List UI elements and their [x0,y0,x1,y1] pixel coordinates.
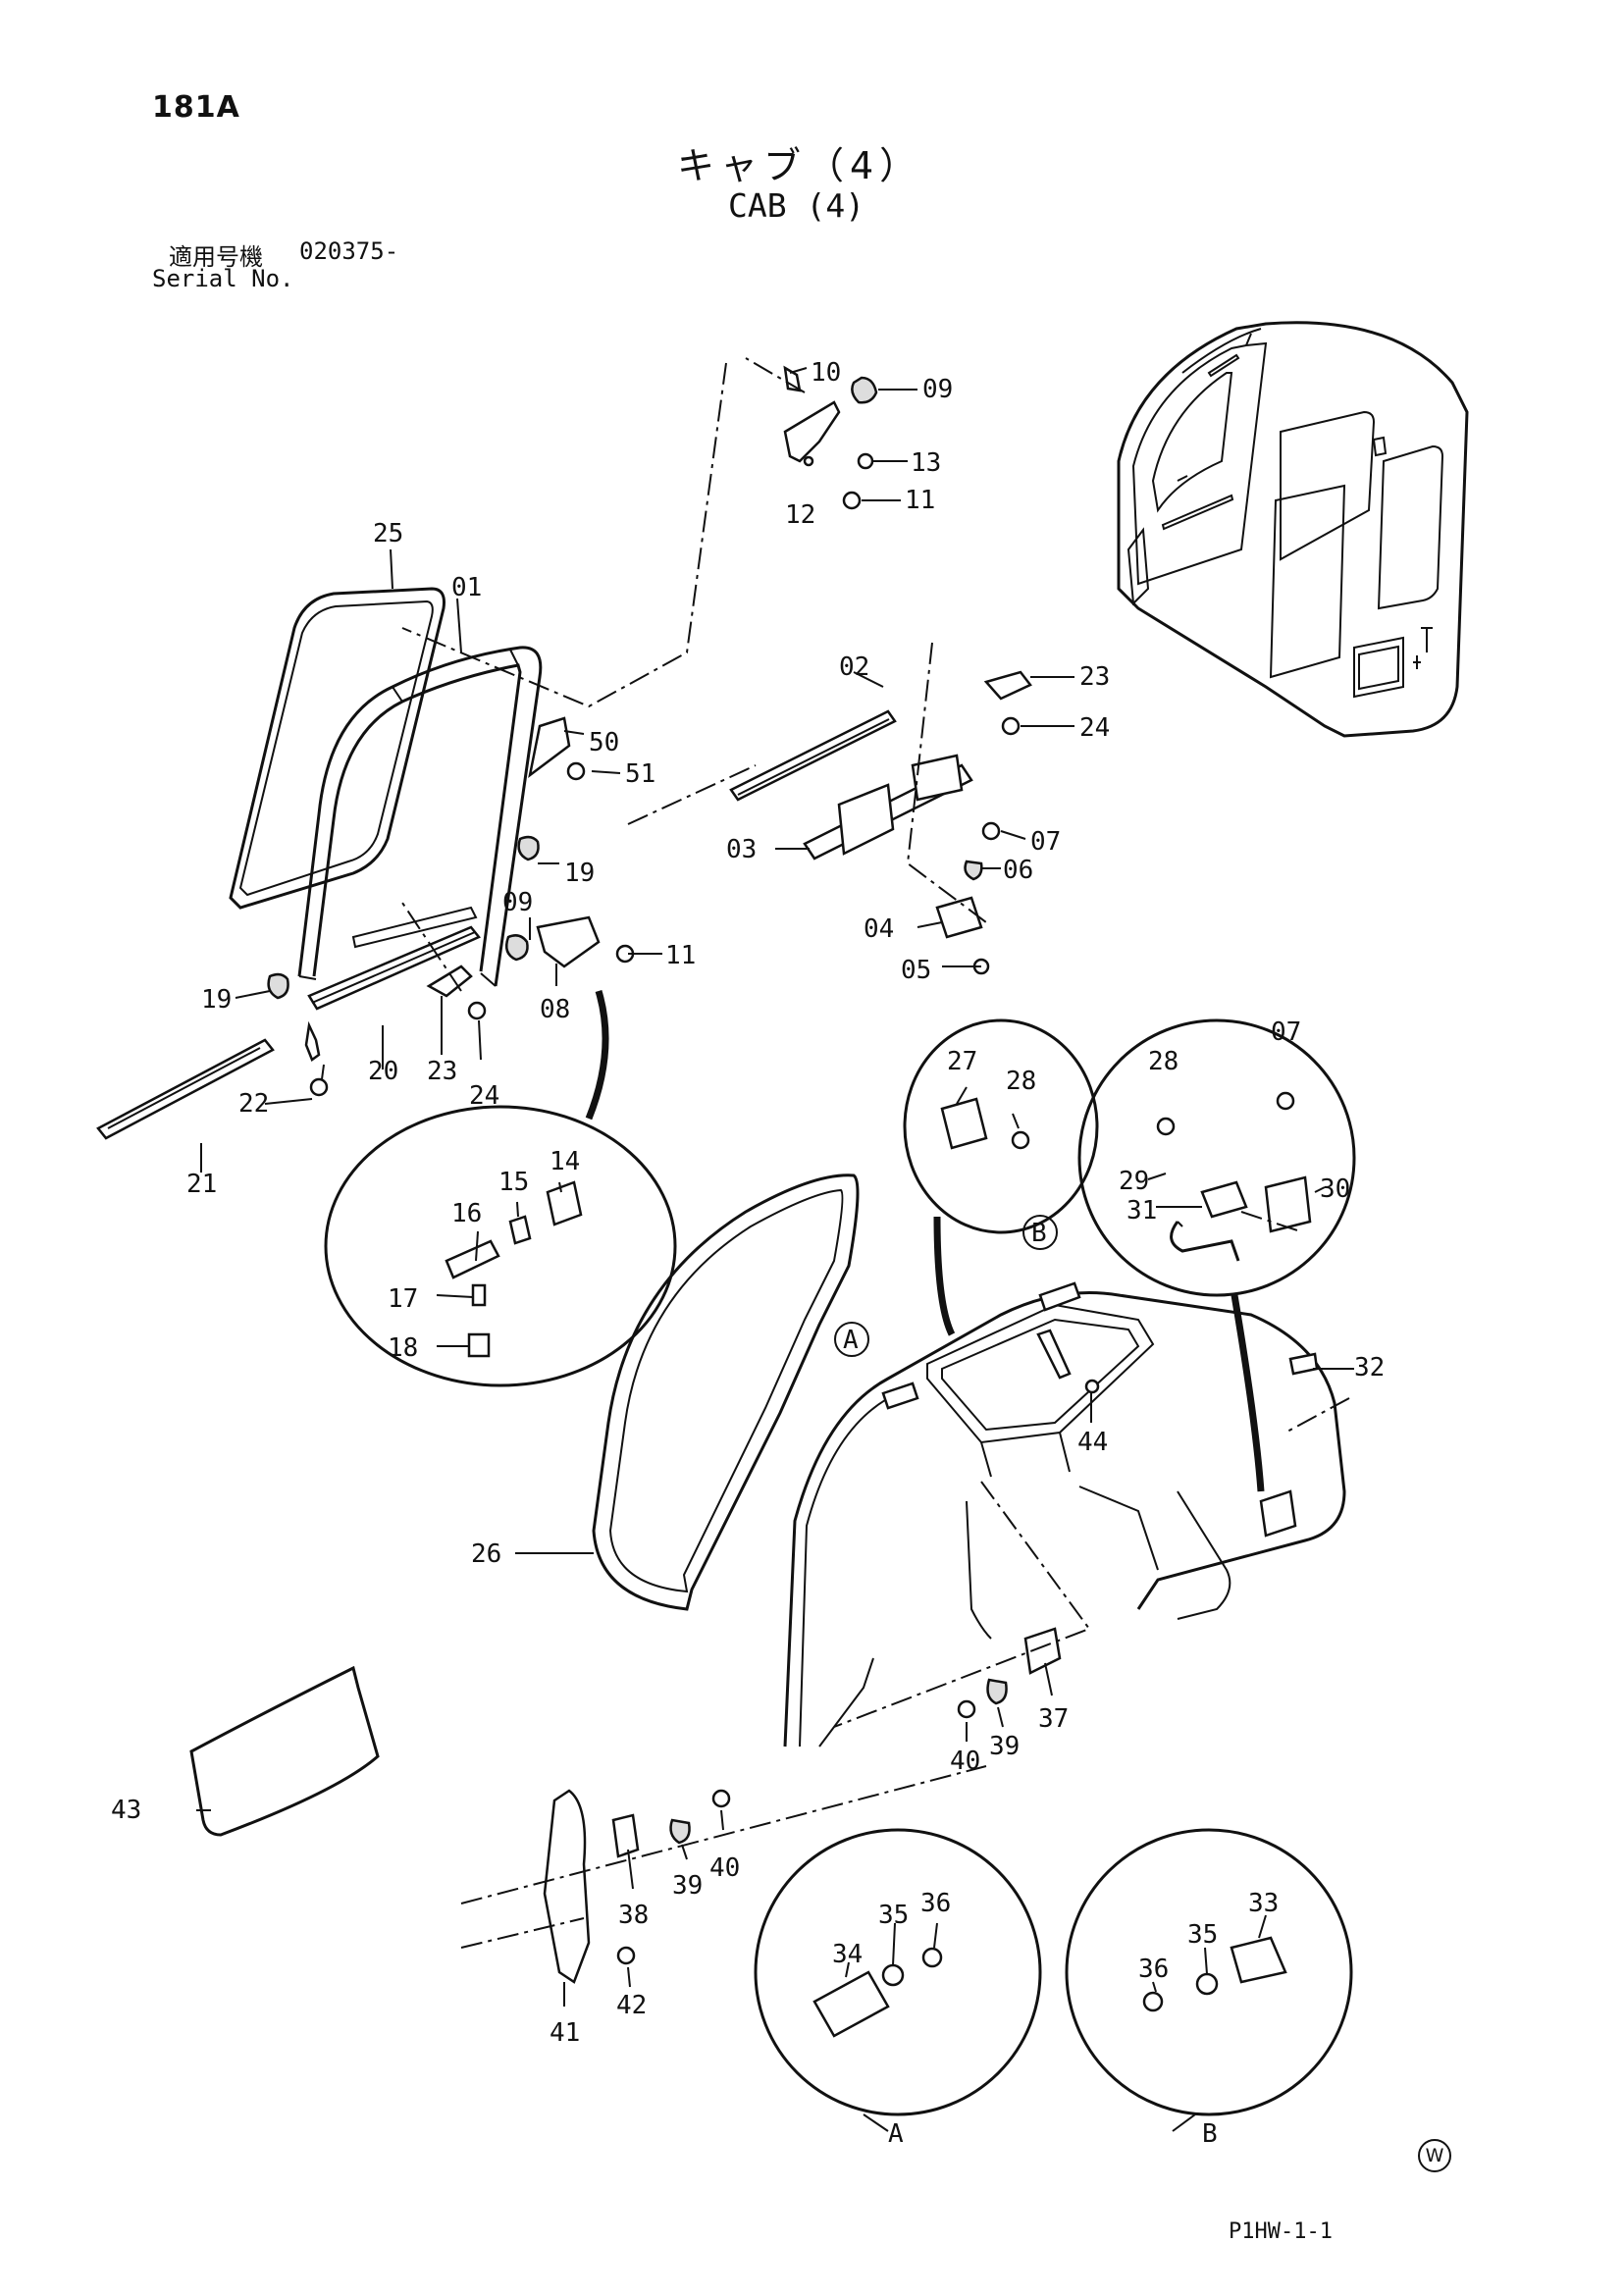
callout-21: 21 [186,1170,217,1199]
callout-17: 17 [388,1284,418,1314]
watermark-symbol: W [1418,2139,1451,2172]
callout-01: 01 [451,573,482,602]
callout-11-lower: 11 [665,941,696,970]
callout-37: 37 [1038,1704,1069,1734]
callout-19-lower: 19 [201,985,232,1015]
page-code: 181A [152,90,240,125]
callout-40-left: 40 [709,1853,740,1883]
part-callouts: 10 09 13 11 12 25 01 50 51 19 09 11 08 0… [111,358,1385,2149]
callout-38: 38 [618,1901,649,1930]
view-marker-a-label: A [843,1326,859,1355]
callout-07-detail: 07 [1271,1017,1301,1047]
callout-24-left: 24 [469,1081,499,1111]
callout-23-left: 23 [427,1057,457,1086]
callout-25: 25 [373,519,403,548]
callout-50: 50 [589,728,619,757]
window-latch-03 [803,754,973,861]
small-parts-left [267,716,635,1097]
serial-label-japanese: 適用号機 [169,243,263,271]
door-seal-25 [229,587,445,910]
view-marker-a: A [834,1322,869,1357]
callout-42: 42 [616,1991,647,2020]
lower-parts-37-42 [543,1627,1062,1984]
callout-09: 09 [922,375,953,404]
leader-lines [196,367,1354,2132]
door-seal-26 [592,1174,860,1611]
callout-32: 32 [1354,1353,1385,1382]
callout-34: 34 [832,1940,863,1969]
callout-24-right: 24 [1079,713,1110,743]
rear-glass-43 [189,1665,380,1837]
callout-08: 08 [540,995,570,1024]
callout-04: 04 [864,914,894,944]
cab-overview-illustration [1117,321,1469,738]
callout-36-b: 36 [1138,1955,1169,1984]
callout-09-lower: 09 [502,888,533,917]
callout-26: 26 [471,1539,501,1569]
window-guide-02 [729,709,897,802]
lock-parts-04-07 [935,670,1032,975]
callout-20: 20 [368,1057,398,1086]
callout-30: 30 [1320,1174,1350,1204]
page-title-japanese: キャブ（4） [677,144,923,187]
callout-23-right: 23 [1079,662,1110,692]
callout-02: 02 [839,652,869,682]
callout-03: 03 [726,835,757,864]
page-title-english: CAB (4) [728,186,865,225]
footer-code: P1HW-1-1 [1229,2219,1333,2244]
door-rail-21 [96,1038,275,1140]
callout-11: 11 [905,486,935,515]
door-rail-20 [307,925,481,1011]
callout-16: 16 [451,1199,482,1228]
callout-39-left: 39 [672,1871,703,1901]
callout-28-right: 28 [1148,1047,1179,1076]
callout-31: 31 [1126,1196,1157,1226]
callout-36-a: 36 [920,1889,951,1918]
callout-19-upper: 19 [564,859,595,888]
detail-label-b: B [1202,2119,1218,2149]
cab-roof-body [783,1281,1346,1747]
view-marker-b-label: B [1031,1219,1047,1248]
connector-lines [401,357,1350,1949]
serial-number-value: 020375- [299,237,399,265]
detail-label-a: A [888,2119,904,2149]
detail-circle-b [1065,1828,1353,2116]
callout-51: 51 [625,759,655,789]
door-frame-01 [297,646,543,987]
callout-40-right: 40 [950,1747,980,1776]
detail-circle-top-hinge-28-31 [1077,1018,1356,1492]
callout-43: 43 [111,1796,141,1825]
callout-39-right: 39 [989,1732,1020,1761]
callout-10: 10 [811,358,841,388]
callout-33: 33 [1248,1889,1279,1918]
callout-35-a: 35 [878,1901,909,1930]
view-marker-b: B [1022,1215,1058,1250]
callout-15: 15 [498,1168,529,1197]
callout-27: 27 [947,1047,977,1076]
callout-18: 18 [388,1333,418,1363]
serial-label-english: Serial No. [152,265,294,292]
detail-circle-a [754,1828,1042,2116]
callout-29: 29 [1119,1167,1149,1196]
callout-22: 22 [238,1089,269,1119]
callout-05: 05 [901,956,931,985]
callout-13: 13 [911,448,941,478]
callout-06: 06 [1003,856,1033,885]
detail-circle-top-hinge-27 [903,1018,1099,1336]
callout-12: 12 [785,500,815,530]
callout-28-left: 28 [1006,1067,1036,1096]
callout-41: 41 [550,2018,580,2048]
callout-44: 44 [1077,1428,1108,1457]
callout-07: 07 [1030,827,1061,857]
callout-14: 14 [550,1147,580,1176]
callout-35-b: 35 [1187,1920,1218,1950]
